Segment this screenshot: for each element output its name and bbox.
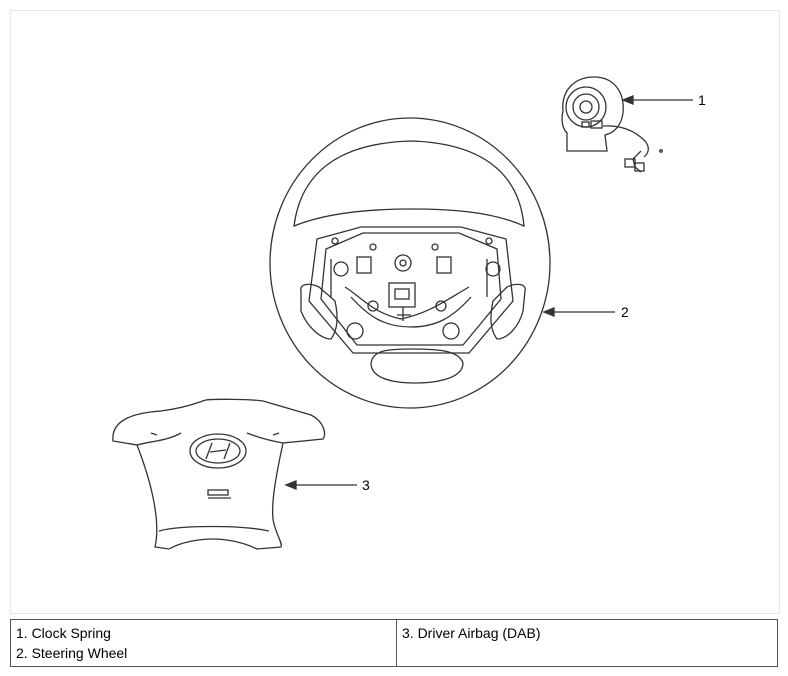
- callout-number-2: 2: [621, 304, 629, 320]
- parts-legend-table: 1. Clock Spring 2. Steering Wheel 3. Dri…: [10, 619, 778, 667]
- legend-row: 1. Clock Spring 2. Steering Wheel 3. Dri…: [10, 619, 778, 667]
- legend-item-driver-airbag: 3. Driver Airbag (DAB): [402, 625, 541, 641]
- diagram-frame: 1 2 3: [10, 10, 780, 614]
- legend-cell-left: 1. Clock Spring 2. Steering Wheel: [10, 619, 397, 667]
- steering-assembly-diagram: 1 2 3: [112, 76, 706, 550]
- legend-item-steering-wheel: 2. Steering Wheel: [16, 645, 128, 661]
- legend-cell-right: 3. Driver Airbag (DAB): [396, 619, 778, 667]
- steering-wheel-illustration: [269, 117, 551, 409]
- driver-airbag-illustration: [112, 398, 326, 550]
- callout-leader-2: [542, 307, 615, 317]
- callout-leader-3: [284, 480, 357, 490]
- callout-number-1: 1: [698, 92, 706, 108]
- legend-item-clock-spring: 1. Clock Spring: [16, 625, 111, 641]
- callout-number-3: 3: [362, 477, 370, 493]
- callout-leader-1: [621, 95, 693, 105]
- clock-spring-illustration: [561, 76, 663, 173]
